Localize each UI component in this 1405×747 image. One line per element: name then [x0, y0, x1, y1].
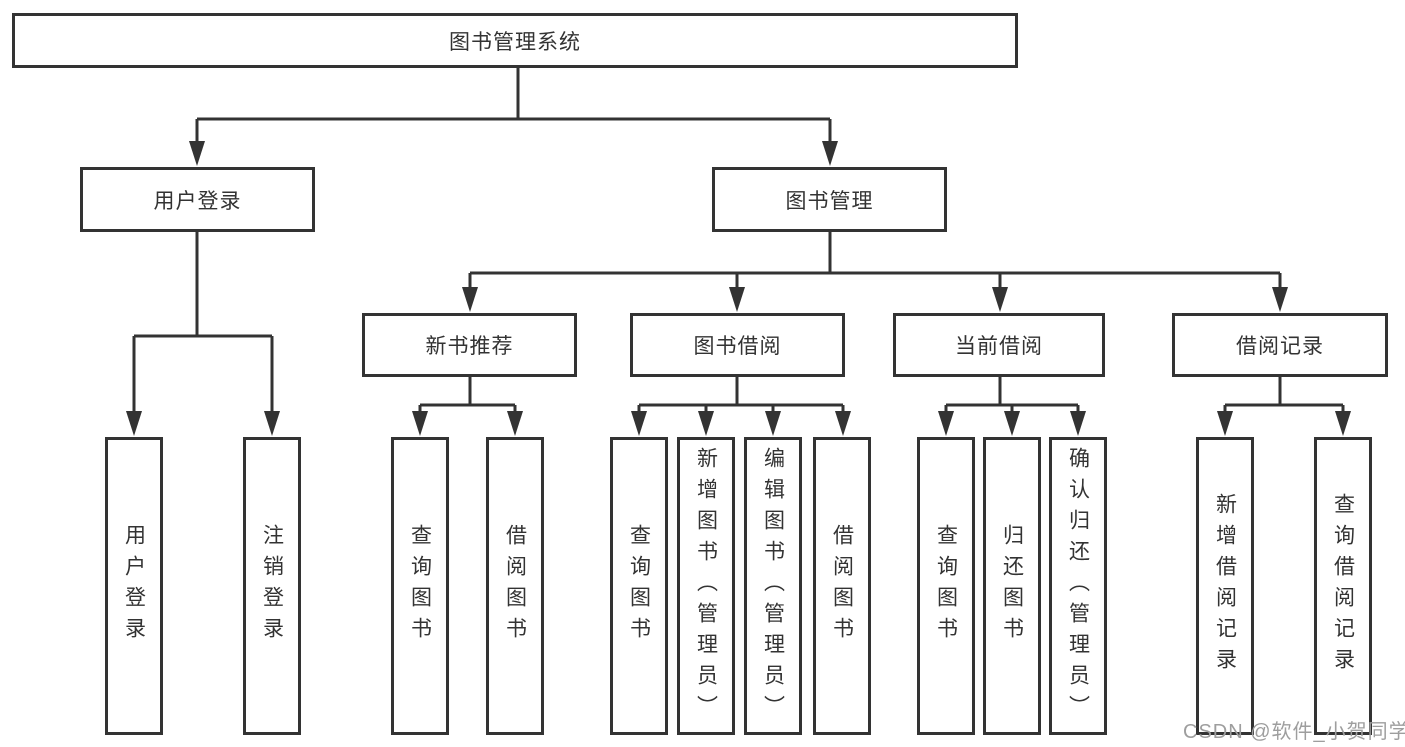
leaf-borrow-books-borrowing: 借阅图书: [813, 437, 871, 735]
connector-user-login-to-leaves: [134, 232, 272, 338]
leaf-confirm-return-admin: 确认归还（管理员）: [1049, 437, 1107, 735]
arrowhead-icon: [1004, 411, 1020, 436]
arrowhead-icon: [462, 287, 478, 312]
arrowhead-icon: [412, 411, 428, 436]
arrowhead-icon: [835, 411, 851, 436]
node-user-login: 用户登录: [80, 167, 315, 232]
node-label: 注销登录: [260, 524, 284, 648]
node-label: 确认归还（管理员）: [1066, 446, 1090, 726]
connector-borrow-records-to-leaves: [1225, 377, 1343, 407]
arrowhead-icon: [822, 141, 838, 166]
connector-root-to-level2: [197, 68, 830, 121]
leaf-edit-books-admin: 编辑图书（管理员）: [744, 437, 802, 735]
watermark: CSDN @软件_小贺同学: [1183, 721, 1405, 743]
arrowhead-icon: [698, 411, 714, 436]
arrowhead-icon: [126, 411, 142, 436]
leaf-user-login: 用户登录: [105, 437, 163, 735]
node-label: 查询图书: [934, 524, 958, 648]
node-label: 新增图书（管理员）: [694, 446, 718, 726]
node-label: 新书推荐: [425, 335, 514, 358]
node-root: 图书管理系统: [12, 13, 1018, 68]
node-label: 用户登录: [122, 524, 146, 648]
node-book-borrowing: 图书借阅: [630, 313, 845, 377]
leaf-add-books-admin: 新增图书（管理员）: [677, 437, 735, 735]
arrowhead-icon: [507, 411, 523, 436]
arrowhead-icon: [264, 411, 280, 436]
leaf-borrow-books-recommend: 借阅图书: [486, 437, 544, 735]
leaf-return-books: 归还图书: [983, 437, 1041, 735]
node-label: 查询图书: [627, 524, 651, 648]
leaf-query-books-current: 查询图书: [917, 437, 975, 735]
connector-book-borrow-to-leaves: [639, 377, 843, 407]
node-label: 查询借阅记录: [1331, 493, 1355, 679]
node-label: 图书借阅: [693, 335, 782, 358]
connector-current-borrow-to-leaves: [946, 377, 1078, 407]
node-label: 借阅记录: [1236, 335, 1324, 358]
node-label: 编辑图书（管理员）: [761, 446, 785, 726]
node-book-management: 图书管理: [712, 167, 947, 232]
node-label: 查询图书: [408, 524, 432, 648]
node-label: 归还图书: [1000, 524, 1024, 648]
node-label: 借阅图书: [503, 524, 527, 648]
node-label: 用户登录: [153, 189, 242, 213]
arrowhead-icon: [1335, 411, 1351, 436]
node-label: 图书管理系统: [449, 30, 581, 54]
leaf-logout: 注销登录: [243, 437, 301, 735]
arrowhead-icon: [1272, 287, 1288, 312]
node-new-book-recommend: 新书推荐: [362, 313, 577, 377]
arrowhead-icon: [765, 411, 781, 436]
leaf-query-books-recommend: 查询图书: [391, 437, 449, 735]
arrowhead-icon: [938, 411, 954, 436]
node-label: 当前借阅: [955, 335, 1043, 358]
arrowhead-icon: [189, 141, 205, 166]
leaf-add-borrow-record: 新增借阅记录: [1196, 437, 1254, 735]
leaf-query-borrow-record: 查询借阅记录: [1314, 437, 1372, 735]
node-label: 借阅图书: [830, 524, 854, 648]
connector-new-books-to-leaves: [420, 377, 515, 407]
arrowhead-icon: [631, 411, 647, 436]
node-label: 图书管理: [785, 189, 874, 213]
arrowhead-icon: [1217, 411, 1233, 436]
connector-book-mgmt-to-level3: [470, 232, 1280, 275]
node-label: 新增借阅记录: [1213, 493, 1237, 679]
arrowhead-icon: [729, 287, 745, 312]
node-current-borrowing: 当前借阅: [893, 313, 1105, 377]
leaf-query-books-borrowing: 查询图书: [610, 437, 668, 735]
node-borrow-records: 借阅记录: [1172, 313, 1388, 377]
arrowhead-icon: [992, 287, 1008, 312]
arrowhead-icon: [1070, 411, 1086, 436]
